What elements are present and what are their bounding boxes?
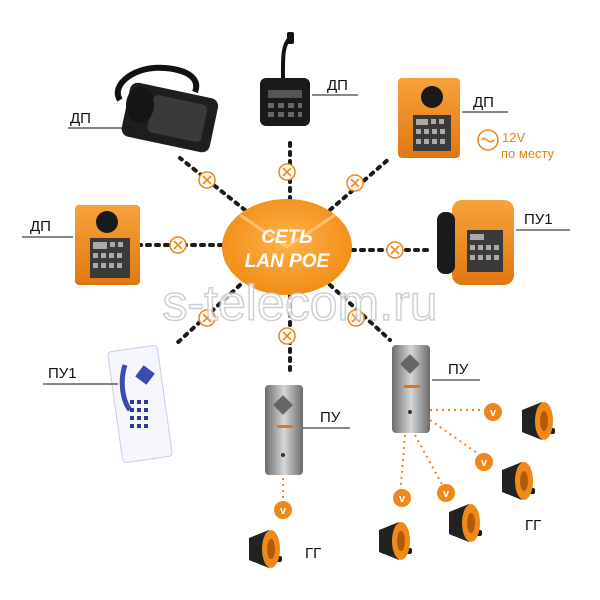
device-label-right: ПУ1 bbox=[524, 211, 553, 228]
hub-label-line1: СЕТЬ bbox=[261, 227, 312, 248]
ac-power-icon bbox=[477, 129, 499, 151]
link-marker-icon bbox=[278, 163, 296, 181]
power-voltage: 12V bbox=[502, 130, 525, 145]
link-marker-icon bbox=[169, 236, 187, 254]
amp-icon: v bbox=[484, 403, 502, 421]
loudspeaker-icon bbox=[522, 402, 555, 440]
device-bottom-left: ПУ1 bbox=[43, 345, 173, 463]
loudspeaker-icon bbox=[502, 462, 535, 500]
link-marker-icon bbox=[346, 174, 364, 192]
amp-icon: v bbox=[393, 489, 411, 507]
link-marker-icon bbox=[198, 171, 216, 189]
device-label-bottom-center: ПУ bbox=[320, 409, 341, 426]
device-label-top-left: ДП bbox=[70, 110, 91, 127]
amplifier-markers: v v v v v bbox=[274, 403, 502, 519]
amp-icon: v bbox=[475, 453, 493, 471]
link-top-left bbox=[178, 156, 247, 212]
device-label-top-right: ДП bbox=[473, 94, 494, 111]
device-left: ДП bbox=[22, 205, 140, 285]
loudspeaker-icon bbox=[249, 530, 282, 568]
svg-text:v: v bbox=[280, 505, 287, 517]
power-note: 12V по месту bbox=[477, 129, 555, 161]
hub-label-line2: LAN POE bbox=[245, 251, 331, 272]
svg-text:v: v bbox=[443, 488, 450, 500]
svg-text:v: v bbox=[481, 457, 488, 469]
device-bottom-right: ПУ bbox=[392, 345, 480, 433]
device-top-center: ДП bbox=[260, 32, 358, 126]
amp-icon: v bbox=[437, 484, 455, 502]
link-marker-icon bbox=[386, 241, 404, 259]
device-bottom-center: ПУ bbox=[265, 385, 350, 475]
device-top-right: ДП 12V по месту bbox=[398, 78, 555, 161]
speaker-links bbox=[282, 409, 490, 515]
power-place: по месту bbox=[501, 146, 555, 161]
amp-icon: v bbox=[274, 501, 292, 519]
device-label-left: ДП bbox=[30, 218, 51, 235]
speaker-label-right: ГГ bbox=[525, 517, 541, 534]
loudspeaker-icon bbox=[379, 522, 412, 560]
svg-text:v: v bbox=[490, 407, 497, 419]
speaker-label-center: ГГ bbox=[305, 545, 321, 562]
loudspeaker-icon bbox=[449, 504, 482, 542]
device-label-bottom-left: ПУ1 bbox=[48, 365, 77, 382]
watermark: s-telecom.ru bbox=[162, 275, 437, 331]
device-label-bottom-right: ПУ bbox=[448, 361, 469, 378]
svg-text:v: v bbox=[399, 493, 406, 505]
device-right: ПУ1 bbox=[437, 200, 570, 285]
device-label-top-center: ДП bbox=[327, 77, 348, 94]
network-hub: СЕТЬ LAN POE bbox=[222, 199, 352, 295]
device-top-left: ДП bbox=[68, 64, 219, 153]
